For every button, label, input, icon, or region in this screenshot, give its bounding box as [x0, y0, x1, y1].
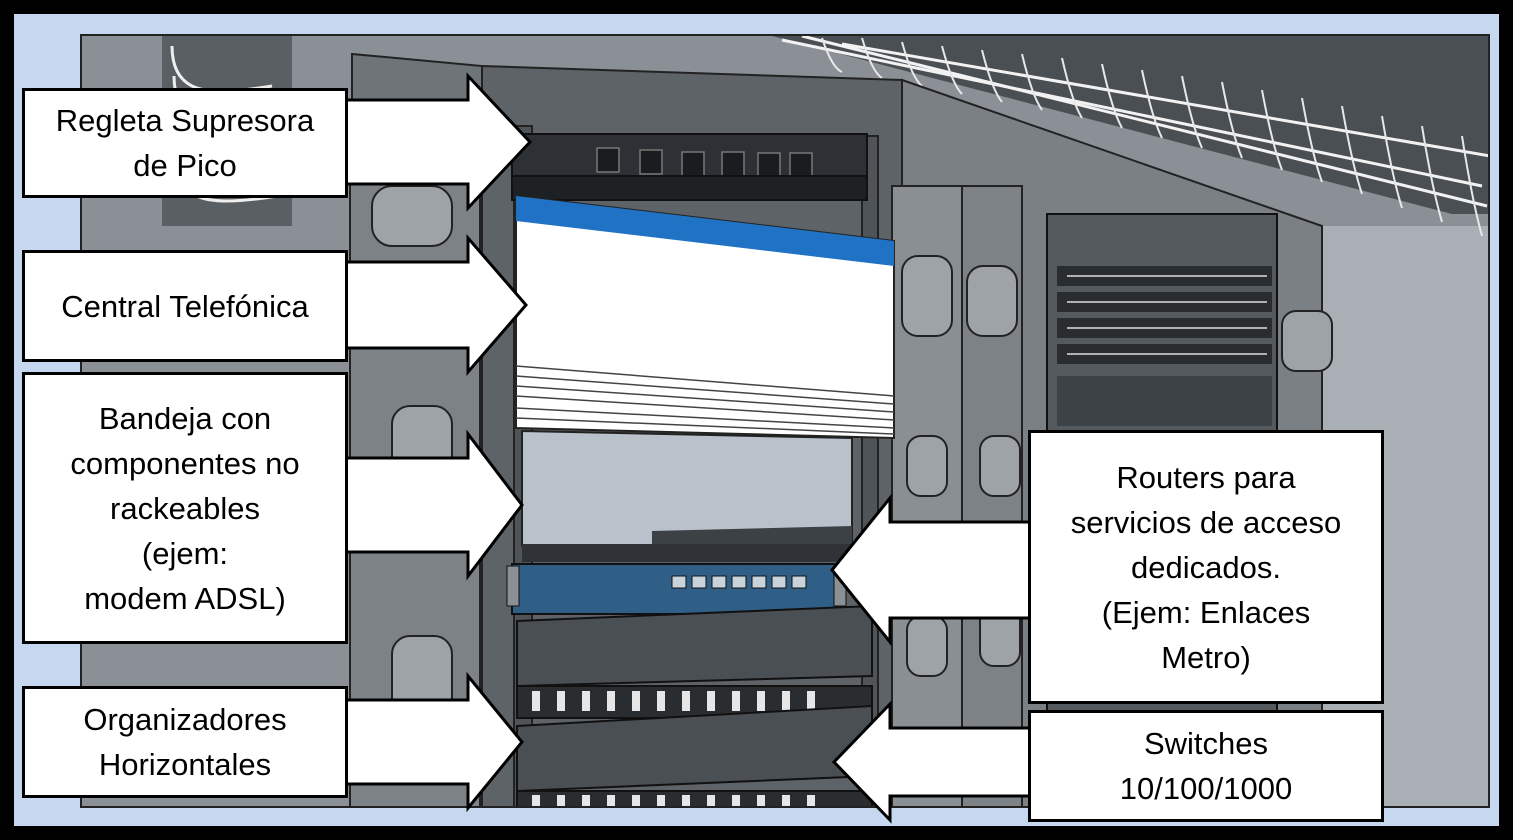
horizontal-organizer — [516, 604, 873, 688]
arrow-to-switches — [831, 700, 1032, 824]
arrow-to-organizers — [344, 671, 524, 813]
arrow-to-router — [830, 493, 1032, 647]
equipment-tray — [521, 429, 862, 562]
arrow-to-pbx — [344, 233, 528, 377]
callout-surge-strip: Regleta Supresora de Pico — [22, 88, 348, 198]
callout-switches: Switches 10/100/1000 — [1028, 710, 1384, 822]
arrow-to-surge-strip — [344, 72, 533, 212]
cable-tray — [821, 37, 1483, 237]
pbx-stripe — [516, 196, 894, 266]
router-unit — [506, 563, 847, 615]
callout-tray: Bandeja con componentes no rackeables (e… — [22, 372, 348, 644]
callout-routers: Routers para servicios de acceso dedicad… — [1028, 430, 1384, 704]
callout-organizers: Organizadores Horizontales — [22, 686, 348, 798]
surge-strip — [511, 133, 868, 201]
pbx-unit — [515, 194, 895, 440]
callout-pbx: Central Telefónica — [22, 250, 348, 362]
arrow-to-tray — [344, 429, 524, 581]
